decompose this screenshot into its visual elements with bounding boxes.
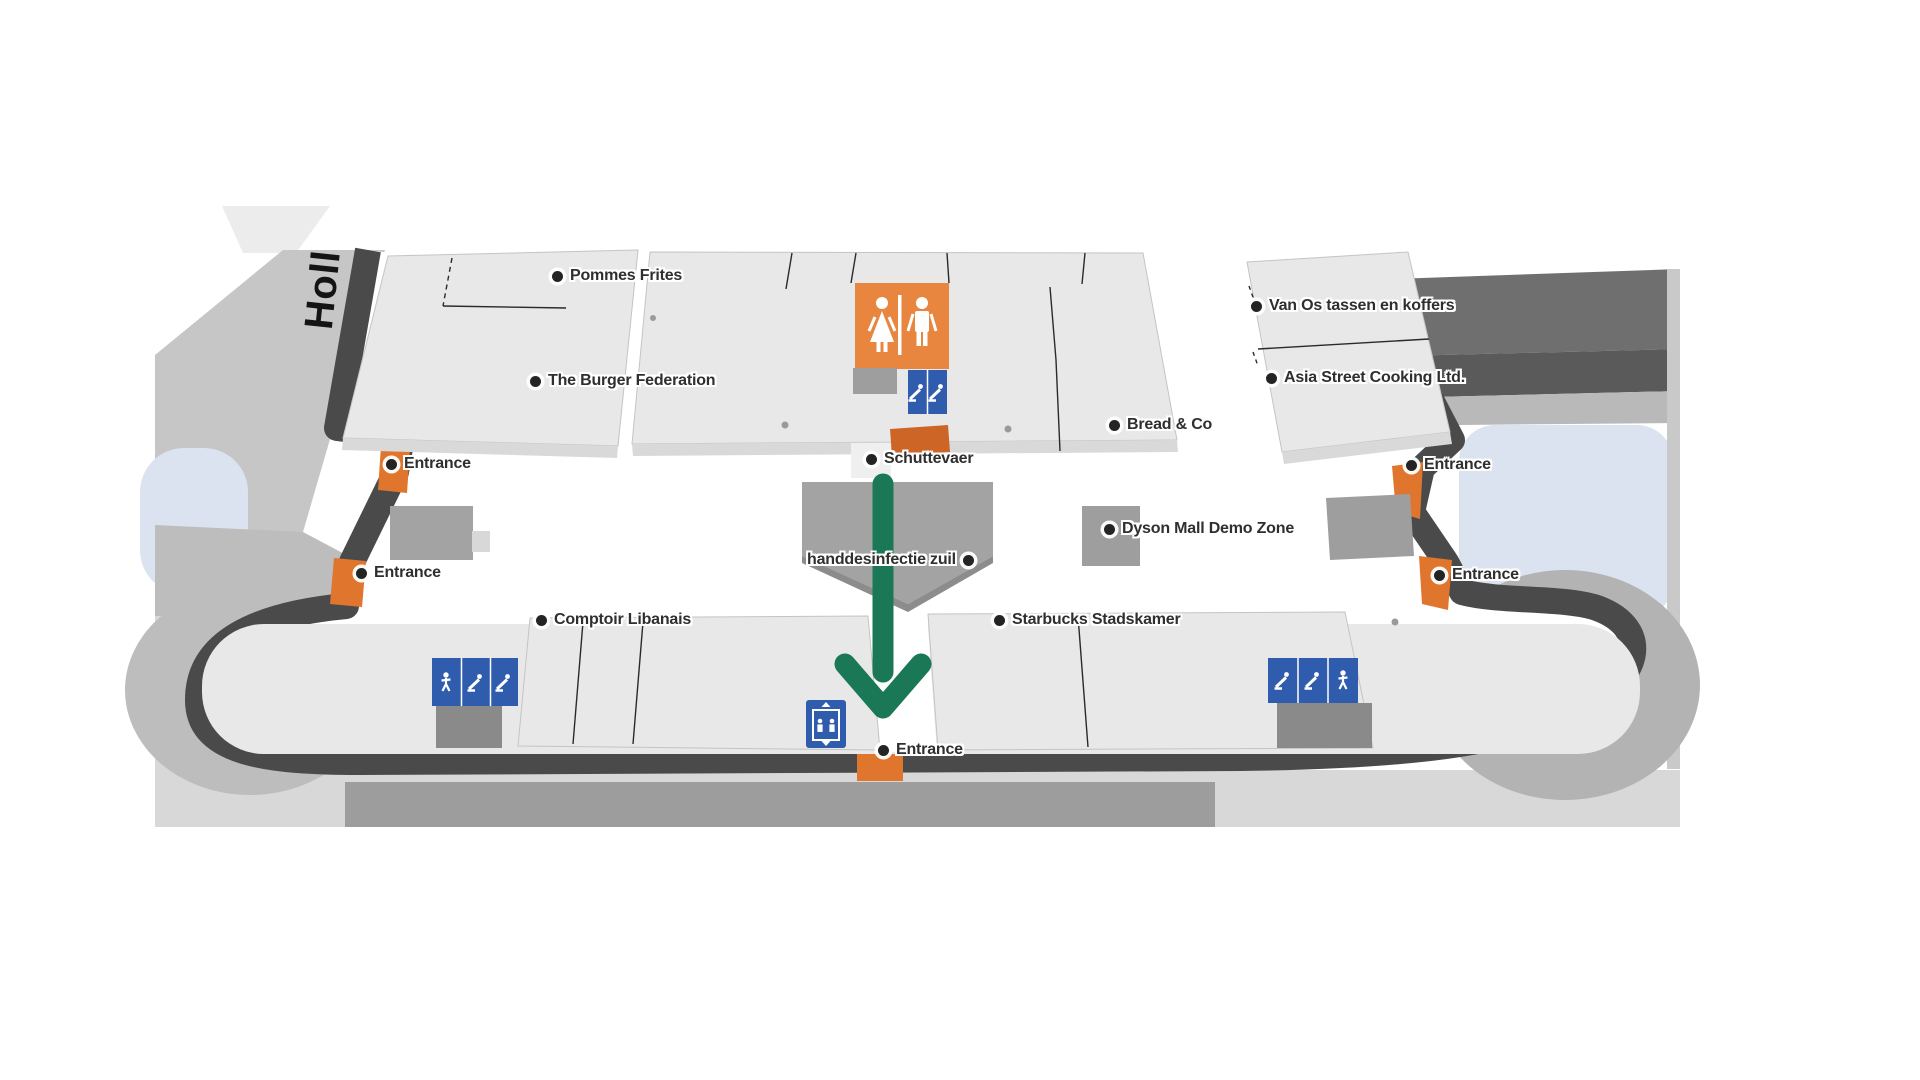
unit-dividers xyxy=(442,252,1430,748)
poi-dot xyxy=(1406,459,1417,471)
schuttevaer-entrance-block xyxy=(890,425,950,456)
label-van-os[interactable]: Van Os tassen en koffers xyxy=(1251,297,1455,315)
poi-dot xyxy=(1434,569,1445,581)
poi-text: Asia Street Cooking Ltd. xyxy=(1284,369,1465,386)
label-pommes-frites[interactable]: Pommes Frites xyxy=(552,267,682,285)
poi-dot xyxy=(552,270,563,282)
shop-edge-top-right xyxy=(1282,432,1452,464)
label-schuttevaer[interactable]: Schuttevaer xyxy=(866,450,974,468)
escalator-bank-left[interactable] xyxy=(432,658,518,748)
escalator-right-well xyxy=(1277,703,1372,748)
shop-block-lower-right[interactable] xyxy=(927,611,1374,751)
escalator-bank-right[interactable] xyxy=(1268,658,1372,748)
streets xyxy=(155,206,1680,532)
poi-text: Entrance xyxy=(1452,566,1519,583)
poi-text: Bread & Co xyxy=(1127,416,1213,433)
street-top-left-wedge xyxy=(222,206,330,253)
toilet-man-icon xyxy=(906,297,938,346)
label-bread-co[interactable]: Bread & Co xyxy=(1109,416,1212,434)
poi-text: Pommes Frites xyxy=(570,267,683,284)
poi-dot xyxy=(878,744,889,756)
street-top-right-dark2 xyxy=(1364,349,1680,397)
poi-text: Entrance xyxy=(1424,456,1491,473)
kiosk-left xyxy=(390,506,473,560)
route-arrow-down xyxy=(834,473,932,719)
poi-text: Van Os tassen en koffers xyxy=(1269,297,1455,314)
kiosks xyxy=(390,482,1414,612)
poi-text: Entrance xyxy=(896,741,963,758)
poi-dot xyxy=(1266,372,1277,384)
label-entrance-left-upper[interactable]: Entrance xyxy=(386,455,471,473)
kiosk-right xyxy=(1326,494,1414,560)
escalator-left-well xyxy=(436,706,502,748)
toilet-service-block xyxy=(853,368,897,394)
label-comptoir-libanais[interactable]: Comptoir Libanais xyxy=(536,611,691,629)
poi-dot xyxy=(1109,419,1120,431)
label-handdesinfectie-zuil[interactable]: handdesinfectie zuil xyxy=(807,551,974,569)
poi-dot xyxy=(386,458,397,470)
poi-dot xyxy=(994,614,1005,626)
poi-text: Entrance xyxy=(404,455,471,472)
label-asia-street-cooking[interactable]: Asia Street Cooking Ltd. xyxy=(1266,369,1465,387)
dyson-kiosk[interactable] xyxy=(1082,506,1140,566)
poi-dot xyxy=(866,453,877,465)
elevator-icon[interactable] xyxy=(806,700,846,748)
label-burger-federation[interactable]: The Burger Federation xyxy=(530,372,716,390)
poi-dot xyxy=(962,554,974,566)
label-dyson-demo-zone[interactable]: Dyson Mall Demo Zone xyxy=(1104,520,1294,538)
poi-dot xyxy=(1104,523,1115,535)
label-entrance-right-upper[interactable]: Entrance xyxy=(1406,456,1491,474)
minor-dots xyxy=(650,315,1399,626)
entrance-left-upper-marker[interactable] xyxy=(378,446,410,493)
poi-text: The Burger Federation xyxy=(548,372,716,389)
label-entrance-left-lower[interactable]: Entrance xyxy=(356,564,441,582)
sidewalk-bottom xyxy=(345,782,1215,827)
sanitizer-kiosk xyxy=(802,482,993,604)
poi-text: handdesinfectie zuil xyxy=(807,551,956,568)
toilet-divider-bar xyxy=(898,295,902,355)
label-entrance-right-lower[interactable]: Entrance xyxy=(1434,566,1519,584)
poi-text: Comptoir Libanais xyxy=(554,611,692,628)
kiosk-left-tab xyxy=(472,531,490,552)
label-starbucks-stadskamer[interactable]: Starbucks Stadskamer xyxy=(994,611,1181,629)
street-top-right-light xyxy=(1432,391,1680,425)
label-entrance-bottom[interactable]: Entrance xyxy=(878,741,963,759)
street-top-right-dark1 xyxy=(1364,269,1680,357)
poi-dot xyxy=(536,614,547,626)
shop-edge-top-left xyxy=(342,438,618,458)
water-right xyxy=(1459,425,1673,618)
sanitizer-kiosk-edge xyxy=(802,556,993,612)
poi-dot xyxy=(356,567,367,579)
poi-text: Entrance xyxy=(374,564,441,581)
poi-dot xyxy=(530,375,541,387)
poi-dot xyxy=(1251,300,1262,312)
poi-text: Schuttevaer xyxy=(884,450,974,467)
entrance-right-lower-marker[interactable] xyxy=(1419,556,1452,610)
poi-text: Dyson Mall Demo Zone xyxy=(1122,520,1295,537)
toilet-woman-icon xyxy=(867,297,897,352)
poi-text: Starbucks Stadskamer xyxy=(1012,611,1181,628)
